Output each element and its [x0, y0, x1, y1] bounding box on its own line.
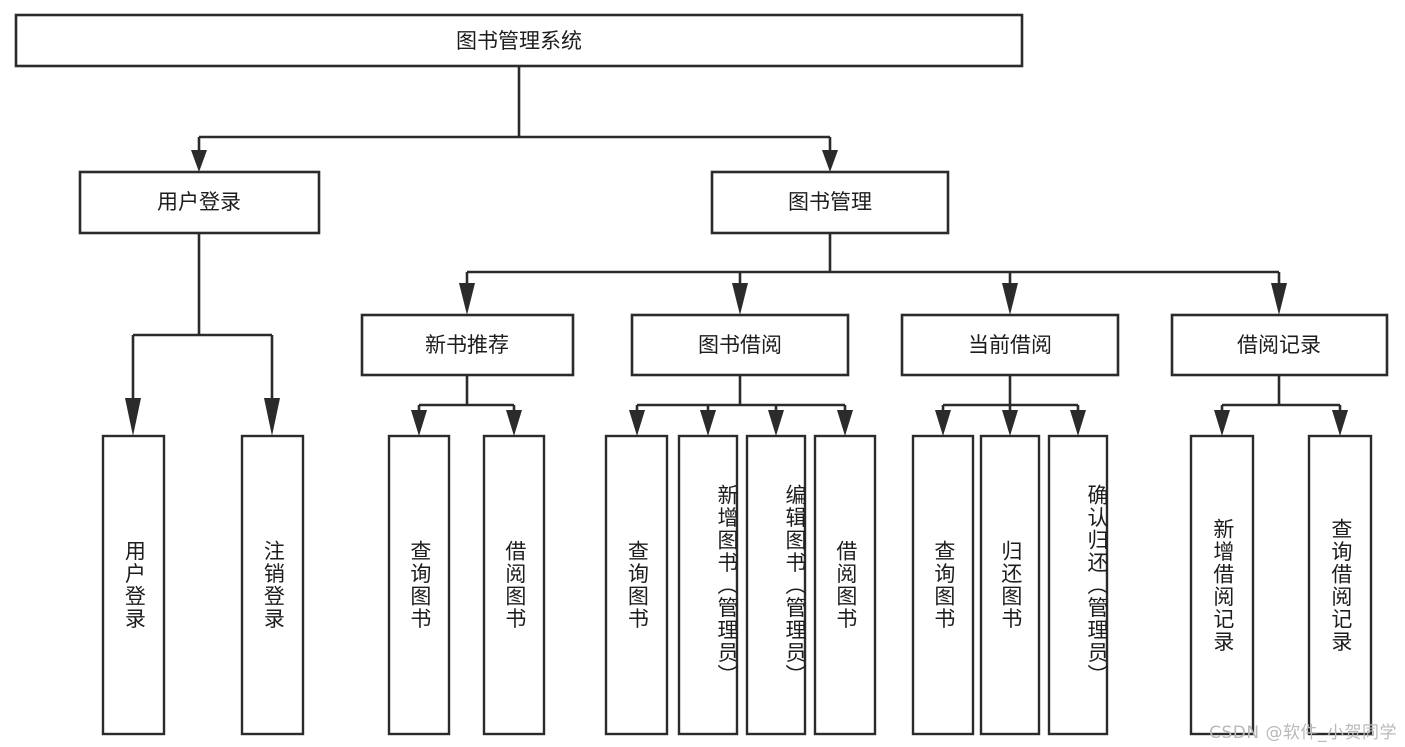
arrow-book-mgmt-to-record: [1271, 283, 1287, 315]
arrow-current-leaf-3: [1070, 410, 1086, 436]
watermark-text: CSDN @软件_小贺同学: [1209, 723, 1397, 743]
arrow-root-to-user-login: [191, 150, 207, 172]
node-box-leaf-query-book-3[interactable]: [911, 434, 975, 736]
node-box-borrow-record[interactable]: [1170, 313, 1389, 377]
arrow-root-to-book-mgmt: [822, 150, 838, 172]
arrow-record-leaf-2: [1332, 410, 1348, 436]
node-layer: 图书管理系统 用户登录 图书管理 新书推荐 图书借阅 当前借阅 借阅记录: [14, 13, 1389, 736]
node-box-leaf-confirm-return-admin[interactable]: [1047, 434, 1109, 736]
node-box-leaf-borrow-book-2[interactable]: [813, 434, 877, 736]
arrow-book-mgmt-to-new-book: [459, 283, 475, 315]
node-label-root: 图书管理系统: [456, 29, 582, 53]
node-label-book-borrow: 图书借阅: [698, 333, 782, 357]
node-box-leaf-borrow-book-1[interactable]: [482, 434, 546, 736]
node-box-leaf-user-login[interactable]: [101, 434, 166, 736]
node-box-leaf-query-book-1[interactable]: [387, 434, 451, 736]
node-label-user-login: 用户登录: [157, 190, 241, 214]
node-box-new-book-recommend[interactable]: [360, 313, 575, 377]
arrow-user-login-leaf-1: [125, 398, 141, 436]
arrow-borrow-leaf-1: [629, 410, 645, 436]
node-label-current-borrow: 当前借阅: [968, 333, 1052, 357]
arrow-borrow-leaf-4: [837, 410, 853, 436]
node-box-book-management[interactable]: [710, 170, 950, 235]
node-label-book-management: 图书管理: [788, 190, 872, 214]
connector-layer: [125, 66, 1348, 436]
node-box-leaf-edit-book-admin[interactable]: [745, 434, 807, 736]
node-box-leaf-add-book-admin[interactable]: [677, 434, 739, 736]
arrow-new-book-leaf-2: [506, 410, 522, 436]
node-label-borrow-record: 借阅记录: [1237, 333, 1321, 357]
arrow-book-mgmt-to-borrow: [732, 283, 748, 315]
arrow-borrow-leaf-3: [768, 410, 784, 436]
node-box-book-borrow[interactable]: [630, 313, 850, 377]
arrow-record-leaf-1: [1214, 410, 1230, 436]
arrow-borrow-leaf-2: [700, 410, 716, 436]
arrow-user-login-leaf-2: [264, 398, 280, 436]
arrow-current-leaf-1: [935, 410, 951, 436]
node-box-leaf-return-book[interactable]: [979, 434, 1041, 736]
node-label-new-book-recommend: 新书推荐: [425, 333, 509, 357]
node-box-root[interactable]: [14, 13, 1024, 68]
arrow-new-book-leaf-1: [411, 410, 427, 436]
node-box-current-borrow[interactable]: [900, 313, 1120, 377]
arrow-book-mgmt-to-current: [1002, 283, 1018, 315]
arrow-current-leaf-2: [1002, 410, 1018, 436]
node-box-leaf-logout[interactable]: [240, 434, 305, 736]
node-box-leaf-query-borrow-record[interactable]: [1307, 434, 1373, 736]
node-box-user-login[interactable]: [78, 170, 321, 235]
node-box-leaf-add-borrow-record[interactable]: [1189, 434, 1255, 736]
node-box-leaf-query-book-2[interactable]: [604, 434, 669, 736]
